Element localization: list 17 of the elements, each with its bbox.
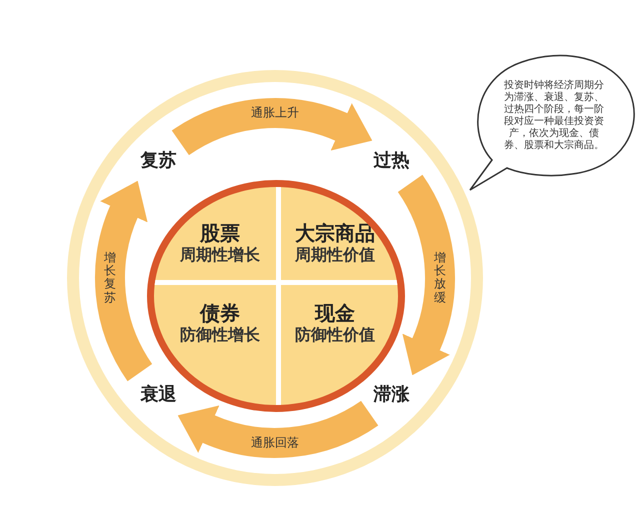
asset-description: 防御性价值 xyxy=(295,325,375,344)
edge-label: 增长复苏 xyxy=(104,252,116,304)
asset-description: 周期性增长 xyxy=(180,244,260,264)
edge-label: 通胀上升 xyxy=(251,106,299,120)
asset-heading: 股票 xyxy=(200,220,240,245)
asset-description: 周期性价值 xyxy=(295,244,375,264)
phase-label: 过热 xyxy=(372,151,412,172)
edge-label: 增长放缓 xyxy=(434,252,446,304)
asset-heading: 现金 xyxy=(315,301,355,325)
phase-label: 滞涨 xyxy=(372,384,412,405)
asset-description: 防御性增长 xyxy=(180,325,260,344)
phase-label: 复苏 xyxy=(138,151,178,172)
edge-label: 通胀回落 xyxy=(251,436,299,450)
asset-heading: 大宗商品 xyxy=(295,220,375,245)
asset-heading: 债券 xyxy=(200,301,240,325)
phase-label: 衰退 xyxy=(138,384,178,405)
callout-text: 投资时钟将经济周期分为滞涨、衰退、复苏、过热四个阶段，每一阶段对应一种最佳投资资产，依次为现金、债券、股票和大宗商品。 xyxy=(503,80,605,152)
